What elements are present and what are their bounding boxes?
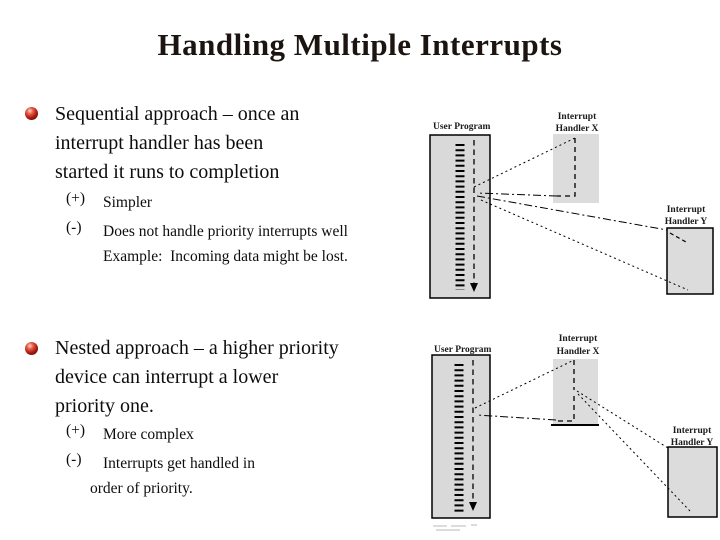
interrupt-flow-diagrams: User Program Interrupt Handler X Interru…: [429, 112, 718, 531]
handler-y-execution: [669, 232, 687, 243]
handler-x-label-line1: Interrupt: [558, 112, 597, 122]
handler-y-label-line2: Handler Y: [665, 217, 708, 227]
nested-transfer-lines: [474, 359, 691, 512]
transfer-user-to-x: [473, 137, 576, 188]
heading-line: device can interrupt a lower: [55, 366, 279, 388]
subitem-line: Does not handle priority interrupts well: [103, 223, 348, 240]
heading-line: Nested approach – a higher priority: [55, 337, 339, 359]
arrowhead-icon: [469, 502, 477, 511]
sequential-diagram: User Program Interrupt Handler X Interru…: [429, 112, 714, 299]
user-program-box: [431, 354, 491, 519]
handler-x-label-line2: Handler X: [556, 124, 599, 134]
handler-x-box: [553, 359, 598, 424]
handler-y-label-line1: Interrupt: [667, 205, 706, 215]
user-program-label: User Program: [434, 345, 492, 355]
handler-y-label-line2: Handler Y: [671, 438, 714, 448]
handler-x-box: [553, 134, 599, 203]
handler-x-execution: [557, 138, 576, 197]
return-x-to-user: [476, 414, 557, 421]
handler-x-label-line2: Handler X: [557, 347, 600, 357]
handler-y-box: [667, 446, 718, 518]
red-ball-bullet-icon: [25, 342, 38, 355]
page-title: Handling Multiple Interrupts: [157, 27, 563, 62]
heading-line: started it runs to completion: [55, 161, 280, 183]
handler-x-label-line1: Interrupt: [559, 334, 598, 344]
subitem-line: More complex: [103, 426, 194, 443]
handler-y-label-line1: Interrupt: [673, 426, 712, 436]
plus-marker: (+): [66, 190, 86, 207]
minus-marker: (-): [66, 219, 82, 236]
nested-approach-heading: Nested approach – a higher priority devi…: [55, 334, 339, 421]
subitem-line: order of priority.: [90, 480, 193, 497]
user-program-box: [429, 134, 491, 299]
con-item-priority: (-) Does not handle priority interrupts w…: [66, 219, 348, 269]
heading-line: Sequential approach – once an: [55, 103, 300, 125]
sequential-approach-heading: Sequential approach – once an interrupt …: [55, 100, 299, 187]
con-item-order: (-) Interrupts get handled in order of pri…: [66, 451, 255, 501]
transfer-user-to-y: [476, 195, 668, 231]
nested-diagram: User Program Interrupt Handler X Interru…: [431, 334, 718, 531]
heading-line: priority one.: [55, 395, 154, 417]
return-x-to-user: [476, 192, 558, 197]
return-y-to-x: [577, 393, 691, 512]
minus-marker: (-): [66, 451, 82, 468]
subitem-line: Example: Incoming data might be lost.: [103, 248, 348, 265]
pro-item-complex: (+) More complex: [66, 422, 194, 447]
handler-y-box: [666, 227, 714, 295]
plus-marker: (+): [66, 422, 86, 439]
handler-x-execution-lower: [556, 396, 575, 422]
user-program-label: User Program: [433, 122, 491, 132]
pro-item-simpler: (+) Simpler: [66, 190, 152, 215]
arrowhead-icon: [470, 283, 478, 292]
subitem-line: Simpler: [103, 194, 153, 211]
red-ball-bullet-icon: [25, 107, 38, 120]
faded-caption-fragment: [433, 524, 477, 531]
sequential-transfer-lines: [473, 137, 689, 291]
transfer-user-to-x: [474, 359, 575, 409]
return-y-to-user: [480, 199, 689, 291]
subitem-line: Interrupts get handled in: [103, 455, 255, 472]
heading-line: interrupt handler has been: [55, 132, 264, 154]
